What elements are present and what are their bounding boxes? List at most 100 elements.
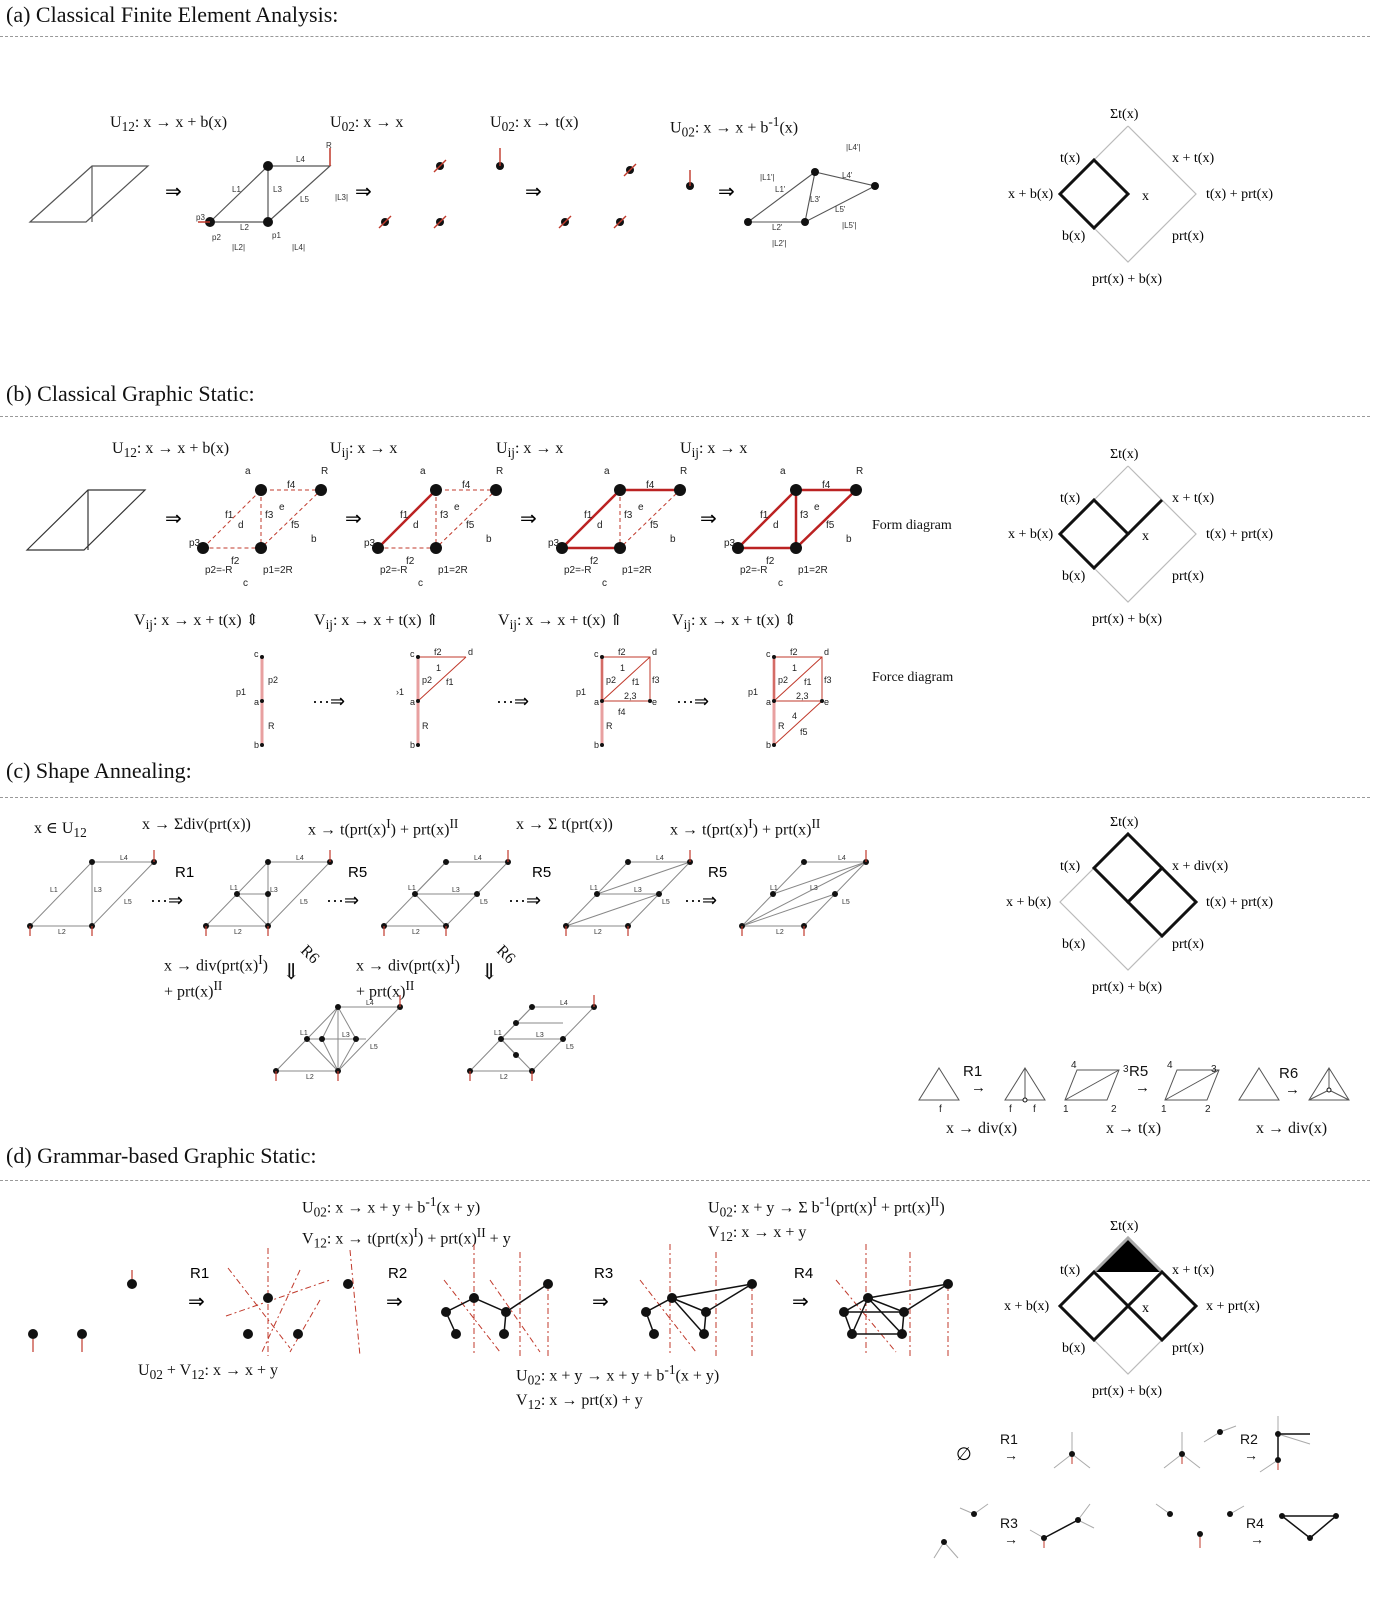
svg-text:p3: p3 xyxy=(189,538,201,549)
svg-text:›1: ›1 xyxy=(396,687,404,697)
svg-text:f2: f2 xyxy=(590,556,599,567)
c-r6b-arrow: ⇓ xyxy=(480,960,499,985)
svg-text:R: R xyxy=(326,141,332,150)
a-truss xyxy=(208,165,332,223)
svg-text:2: 2 xyxy=(1205,1104,1211,1115)
svg-text:f1: f1 xyxy=(446,677,454,687)
svg-text:···⇒: ···⇒ xyxy=(684,890,717,910)
d-grammar-row: R1 ⇒ R2 ⇒ R3 ⇒ R4 ⇒ xyxy=(28,1244,953,1357)
svg-text:4: 4 xyxy=(1071,1060,1077,1071)
svg-text:x + b(x): x + b(x) xyxy=(1008,527,1054,542)
svg-text:R4: R4 xyxy=(794,1265,813,1282)
svg-text:⇒: ⇒ xyxy=(718,181,735,203)
svg-text:L1: L1 xyxy=(408,885,416,892)
svg-text:d: d xyxy=(468,647,473,657)
c-r6b-eq: x → div(prt(x)I)+ prt(x)II xyxy=(356,952,460,1001)
svg-text:L4: L4 xyxy=(366,1000,374,1007)
svg-text:p3: p3 xyxy=(196,213,205,222)
svg-text:R2: R2 xyxy=(388,1265,407,1282)
section-d-divider xyxy=(0,1180,1370,1181)
svg-text:t(x): t(x) xyxy=(1060,1263,1081,1278)
c-legend-eq-2: x → t(x) xyxy=(1106,1120,1162,1137)
svg-text:x: x xyxy=(1142,189,1149,204)
svg-text:b(x): b(x) xyxy=(1062,937,1086,952)
c-legend-eq-3: x → div(x) xyxy=(1256,1120,1328,1137)
svg-text:R3: R3 xyxy=(1000,1515,1018,1531)
svg-text:→: → xyxy=(1285,1081,1300,1098)
svg-text:L1: L1 xyxy=(300,1030,308,1037)
svg-text:c: c xyxy=(594,649,599,659)
svg-text:3: 3 xyxy=(1123,1064,1129,1075)
svg-text:t(x) + prt(x): t(x) + prt(x) xyxy=(1206,527,1273,542)
svg-text:R4: R4 xyxy=(1246,1515,1264,1531)
svg-text:p1: p1 xyxy=(272,231,281,240)
svg-text:|L2'|: |L2'| xyxy=(772,239,787,248)
svg-text:f4: f4 xyxy=(646,480,655,491)
section-b-title: (b) Classical Graphic Static: xyxy=(6,381,255,406)
svg-text:prt(x) + b(x): prt(x) + b(x) xyxy=(1092,612,1162,627)
svg-text:prt(x) + b(x): prt(x) + b(x) xyxy=(1092,1384,1162,1399)
b-eq-1: U12: x → x + b(x) xyxy=(112,440,230,461)
svg-text:b(x): b(x) xyxy=(1062,1341,1086,1356)
b-eq-3: Uij: x → x xyxy=(496,440,564,461)
svg-text:R5: R5 xyxy=(348,864,367,881)
svg-text:L3: L3 xyxy=(270,887,278,894)
svg-text:⇒: ⇒ xyxy=(165,508,182,530)
svg-text:L4': L4' xyxy=(842,171,853,180)
svg-text:⇒: ⇒ xyxy=(700,508,717,530)
section-d-title: (d) Grammar-based Graphic Static: xyxy=(6,1143,317,1168)
svg-text:L4: L4 xyxy=(838,855,846,862)
svg-text:t(x) + prt(x): t(x) + prt(x) xyxy=(1206,895,1273,910)
svg-text:prt(x): prt(x) xyxy=(1172,229,1204,244)
svg-text:f: f xyxy=(1033,1104,1036,1115)
svg-text:→: → xyxy=(1004,1531,1018,1547)
svg-text:d: d xyxy=(773,520,779,531)
svg-text:L2: L2 xyxy=(240,223,249,232)
svg-text:d: d xyxy=(238,520,244,531)
svg-text:a: a xyxy=(594,697,599,707)
svg-text:x + prt(x): x + prt(x) xyxy=(1206,1299,1260,1314)
svg-text:L4: L4 xyxy=(560,1000,568,1007)
svg-text:a: a xyxy=(766,697,771,707)
svg-text:L4: L4 xyxy=(296,855,304,862)
svg-text:e: e xyxy=(638,502,644,513)
svg-text:L1: L1 xyxy=(50,887,58,894)
svg-text:L1: L1 xyxy=(232,185,241,194)
svg-text:→: → xyxy=(971,1079,986,1096)
c-eq-2: x → t(prt(x)I) + prt(x)II xyxy=(308,816,459,839)
svg-text:t(x): t(x) xyxy=(1060,491,1081,506)
b-lattice: Σt(x) t(x) x + t(x) x + b(x) x t(x) + pr… xyxy=(1008,447,1273,627)
svg-text:p3: p3 xyxy=(724,538,736,549)
svg-text:x: x xyxy=(1142,1301,1149,1316)
svg-text:2,3: 2,3 xyxy=(624,691,637,701)
svg-text:c: c xyxy=(243,578,248,589)
c-eq-0: x ∈ U12 xyxy=(34,820,87,841)
svg-text:L2: L2 xyxy=(412,929,420,936)
b-veq-1: Vij: x → x + t(x) ⇕ xyxy=(134,612,259,633)
svg-text:f2: f2 xyxy=(231,556,240,567)
a-eq-2: U02: x → x xyxy=(330,114,404,135)
svg-text:L3: L3 xyxy=(810,885,818,892)
svg-text:L2: L2 xyxy=(776,929,784,936)
svg-text:1: 1 xyxy=(1063,1104,1069,1115)
c-eq-3: x → Σ t(prt(x)) xyxy=(516,816,613,833)
svg-text:p1=2R: p1=2R xyxy=(438,565,468,576)
a-implies-1: ⇒ xyxy=(165,181,182,203)
svg-text:⇒: ⇒ xyxy=(188,1291,205,1313)
svg-text:R1: R1 xyxy=(175,864,194,881)
svg-text:prt(x): prt(x) xyxy=(1172,937,1204,952)
svg-text:2: 2 xyxy=(1111,1104,1117,1115)
svg-text:a: a xyxy=(780,466,786,477)
svg-text:L1': L1' xyxy=(775,185,786,194)
svg-text:f5: f5 xyxy=(826,520,835,531)
svg-text:t(x) + prt(x): t(x) + prt(x) xyxy=(1206,187,1273,202)
svg-text:L1: L1 xyxy=(230,885,238,892)
svg-text:f3: f3 xyxy=(624,510,633,521)
svg-text:→: → xyxy=(1004,1447,1018,1463)
svg-text:L5: L5 xyxy=(370,1044,378,1051)
svg-text:1: 1 xyxy=(792,663,797,673)
d-eq-top-1: U02: x → x + y + b-1(x + y)V12: x → t(pr… xyxy=(302,1194,511,1251)
svg-text:b(x): b(x) xyxy=(1062,229,1086,244)
